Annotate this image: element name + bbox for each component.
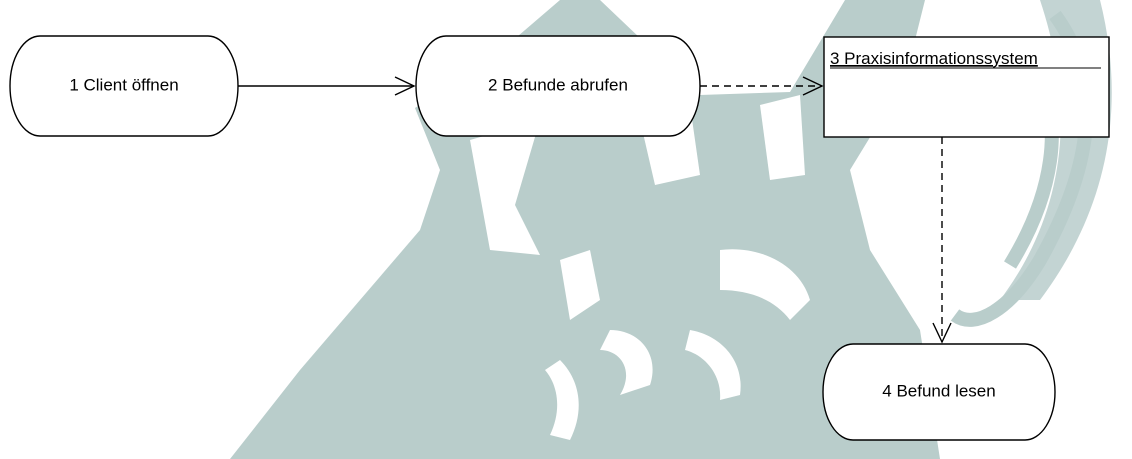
activity-node-lesen[interactable]: 4 Befund lesen — [822, 343, 1056, 441]
activity-node-lesen-label: 4 Befund lesen — [882, 381, 995, 400]
activity-node-client-label: 1 Client öffnen — [69, 75, 178, 94]
object-node-pis-label: 3 Praxisinformationssystem — [830, 49, 1038, 68]
activity-node-befunde[interactable]: 2 Befunde abrufen — [415, 35, 701, 137]
object-node-pis[interactable]: 3 Praxisinformationssystem — [823, 36, 1110, 138]
activity-node-befunde-label: 2 Befunde abrufen — [488, 75, 628, 94]
activity-node-client[interactable]: 1 Client öffnen — [9, 35, 239, 137]
watermark-cutouts — [470, 95, 810, 440]
